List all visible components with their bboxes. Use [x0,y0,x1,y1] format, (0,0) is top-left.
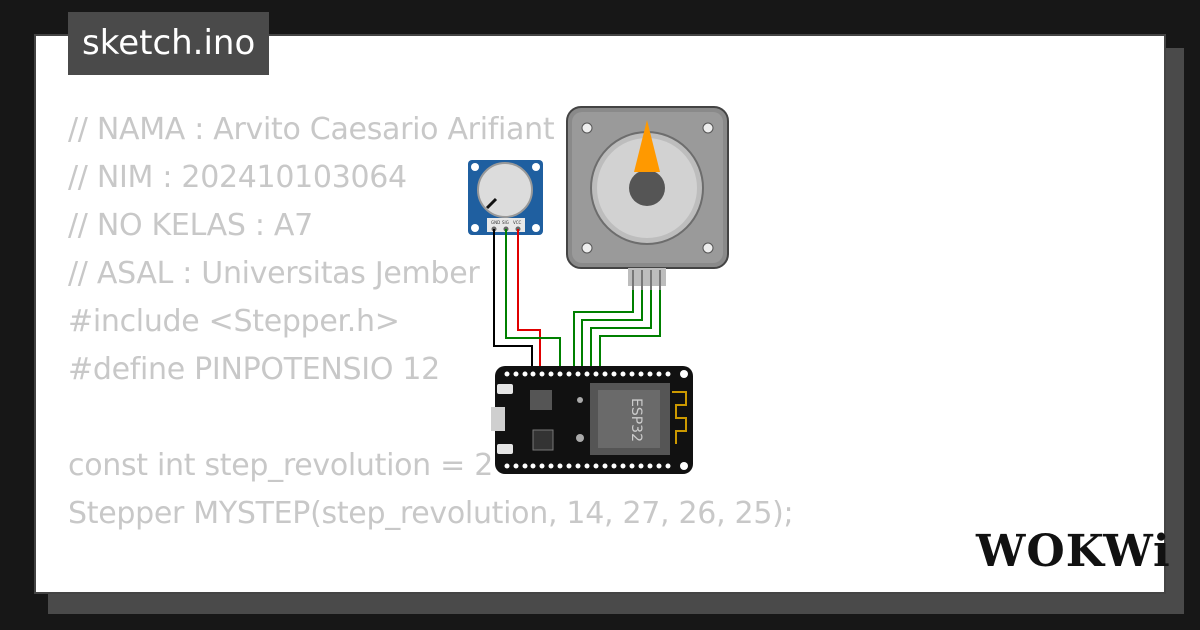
esp32-top-pins [504,370,688,378]
code-line: #define PINPOTENSIO 12 [68,352,440,387]
code-line: // NO KELAS : A7 [68,208,313,243]
stepper-wire-3 [590,290,652,370]
stepper-wire-1 [573,290,634,370]
pot-pin-label: VCC [513,220,522,225]
pot-signal-wire [505,229,561,370]
pot-pin-label: GND [491,220,500,225]
code-line: Stepper MYSTEP(step_revolution, 14, 27, … [68,496,794,531]
code-preview: // NAMA : Arvito Caesario Arifiant // NI… [68,106,794,592]
code-line: #include <Stepper.h> [68,304,400,339]
code-line: const int step_revolution = 2 [68,448,493,483]
stepper-pins [628,268,666,290]
stepper-wire-2 [581,290,643,370]
code-line: // NAMA : Arvito Caesario Arifiant [68,112,555,147]
code-line: // NIM : 202410103064 [68,160,407,195]
code-line: // ASAL : Universitas Jember [68,256,480,291]
file-title-tab[interactable]: sketch.ino [68,12,270,75]
pot-pin-label: SIG [502,220,509,225]
esp32-board[interactable]: ESP32 [491,366,693,474]
wires[interactable] [493,229,661,370]
potentiometer[interactable]: GND SIG VCC [468,160,543,235]
wokwi-logo: WOKWi [976,526,1171,577]
stepper-wire-4 [599,290,661,370]
vcc-wire [517,229,541,370]
stepper-motor[interactable] [566,106,729,290]
esp32-bottom-pins [504,462,688,470]
esp32-chip-label: ESP32 [628,398,644,442]
gnd-wire [493,229,533,370]
